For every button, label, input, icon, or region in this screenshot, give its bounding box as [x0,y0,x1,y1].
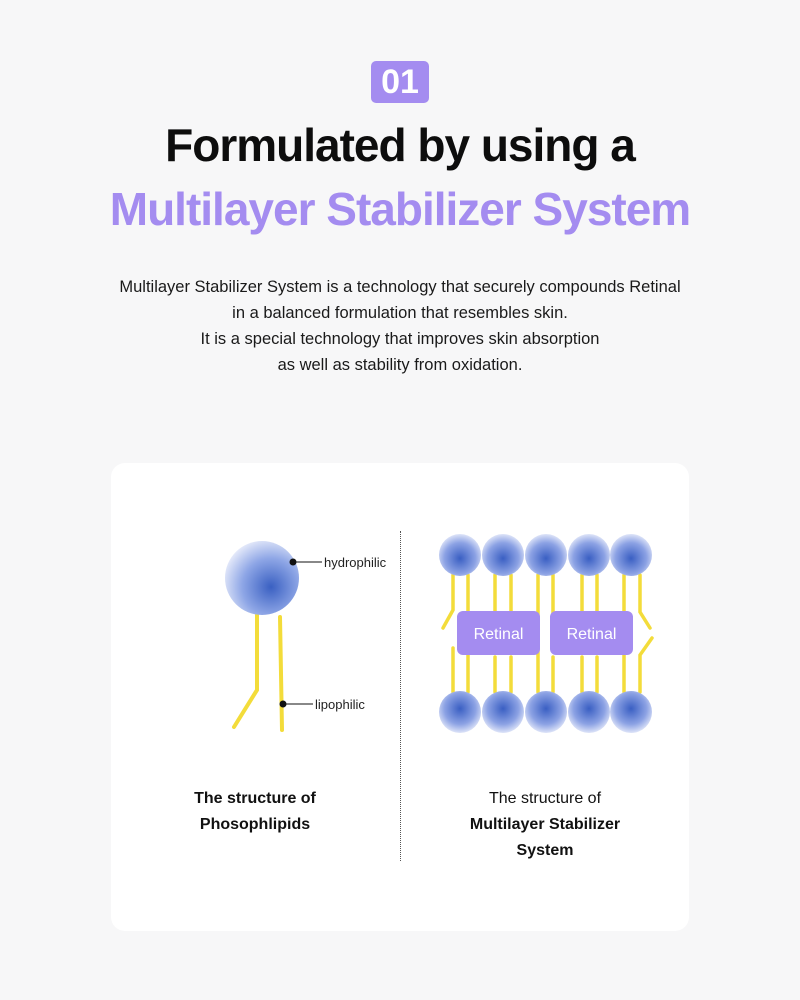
phospholipid-caption: The structure of Phosophlipids [155,786,355,838]
headline-line-1: Formulated by using a [165,119,636,171]
multilayer-caption: The structure of Multilayer Stabilizer S… [440,786,650,864]
lipid-tail [232,613,259,729]
hydrophilic-head [568,691,610,733]
hydrophilic-head [439,534,481,576]
retinal-label: Retinal [474,626,524,643]
hydrophilic-head [525,691,567,733]
hydrophilic-head [439,691,481,733]
hydrophilic-label: hydrophilic [324,555,387,570]
lipid-tail [638,636,654,694]
retinal-box [550,611,633,655]
retinal-box [457,611,540,655]
description-line: as well as stability from oxidation. [277,356,523,374]
caption-line: The structure of [194,790,316,807]
section-number-badge: 01 [371,61,429,103]
caption-line: Phosophlipids [199,816,311,833]
hydrophilic-head [482,691,524,733]
caption-line: System [516,842,574,859]
retinal-label: Retinal [567,626,617,643]
phospholipid-molecule: hydrophilic lipophilic [225,541,387,732]
hydrophilic-head [568,534,610,576]
headline-line-2: Multilayer Stabilizer System [109,183,691,235]
hydrophilic-head [482,534,524,576]
multilayer-structure: Retinal Retinal [439,534,654,733]
hydrophilic-head [225,541,299,615]
hydrophilic-head [610,534,652,576]
description: Multilayer Stabilizer System is a techno… [0,274,800,378]
description-line: in a balanced formulation that resembles… [232,304,568,322]
lipid-tail [278,615,284,732]
lipophilic-label: lipophilic [315,697,365,712]
dotted-divider [400,531,401,861]
lipid-tail [638,573,652,630]
description-line: Multilayer Stabilizer System is a techno… [119,278,681,296]
hydrophilic-head [525,534,567,576]
description-line: It is a special technology that improves… [200,330,600,348]
lipid-tail [441,573,455,630]
caption-line: The structure of [488,790,602,807]
caption-line: Multilayer Stabilizer [469,816,621,833]
hydrophilic-head [610,691,652,733]
